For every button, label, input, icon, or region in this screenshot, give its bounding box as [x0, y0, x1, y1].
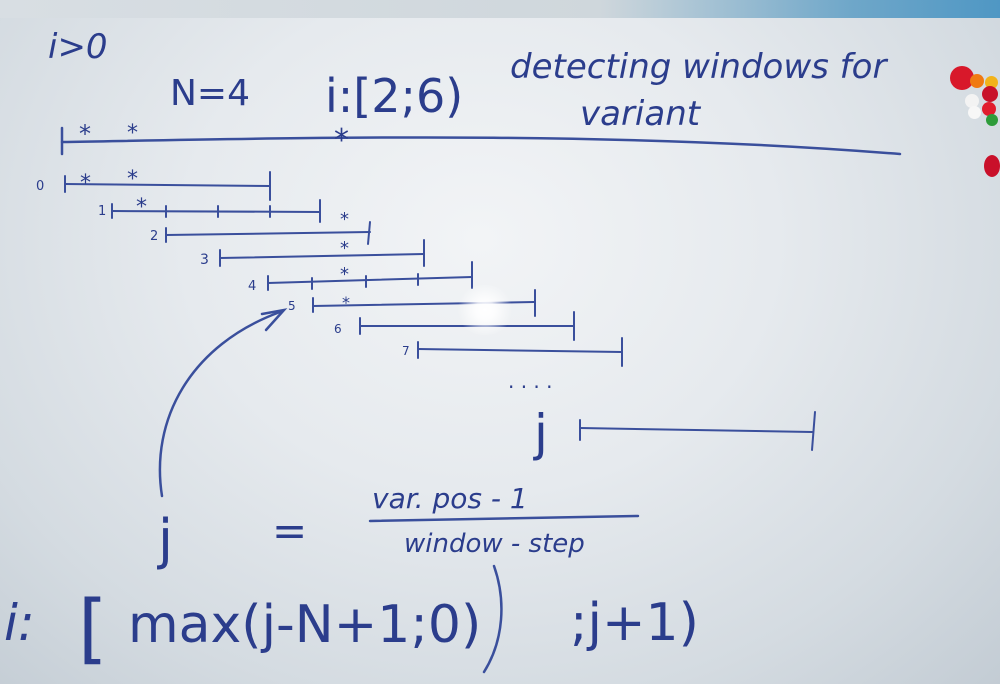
light-glare [455, 285, 515, 335]
window-5-marker: * [342, 293, 350, 312]
window-label-4: 4 [248, 279, 256, 294]
window-j-label: j [533, 404, 548, 462]
red-magnet [982, 86, 998, 102]
paren-arc [482, 564, 503, 674]
formula-numerator: var. pos - 1 [372, 482, 528, 515]
range-bottom-prefix: i: [4, 594, 35, 652]
window-0-marker: * [127, 167, 138, 192]
genome-line [60, 136, 902, 156]
formula-denominator: window - step [404, 529, 585, 559]
formula-equals: = [272, 506, 307, 555]
range-bottom-bracket: [ [78, 583, 108, 672]
white-magnet [965, 94, 979, 108]
window-label-1: 1 [98, 204, 106, 219]
window-0-marker: * [80, 171, 91, 196]
window-1-marker: * [136, 195, 147, 220]
range-bottom-lower: max(j-N+1;0) [128, 595, 481, 655]
title-line-2: variant [580, 94, 702, 134]
window-label-0: 0 [36, 179, 44, 194]
red-magnet [984, 155, 1000, 177]
arrow-head [260, 308, 288, 332]
fraction-bar [368, 514, 640, 523]
formula-j: j [157, 508, 173, 571]
window-4-marker: * [340, 264, 349, 285]
red-magnet [982, 102, 996, 116]
title-line-1: detecting windows for [510, 47, 888, 87]
window-3-marker: * [340, 238, 349, 259]
arrow-to-window-5 [158, 310, 282, 498]
variant-marker: * [334, 123, 349, 158]
white-magnet [968, 106, 981, 119]
variant-marker: * [79, 120, 91, 148]
window-label-3: 3 [200, 252, 209, 268]
board-frame-strip [0, 0, 1000, 18]
orange-magnet [970, 74, 984, 88]
green-magnet [986, 114, 998, 126]
range-top-text: i:[2;6) [325, 69, 463, 123]
window-1-marker: * [340, 209, 349, 230]
window-label-2: 2 [150, 229, 158, 244]
window-label-5: 5 [288, 299, 296, 313]
n-value-text: N=4 [170, 73, 250, 114]
variant-marker: * [127, 121, 138, 146]
condition-text: i>0 [48, 27, 108, 67]
yellow-magnet [985, 76, 998, 89]
window-label-7: 7 [402, 344, 410, 358]
window-label-6: 6 [334, 322, 342, 336]
range-bottom-upper: ;j+1) [570, 593, 699, 653]
ellipsis: . . . . [508, 369, 553, 393]
